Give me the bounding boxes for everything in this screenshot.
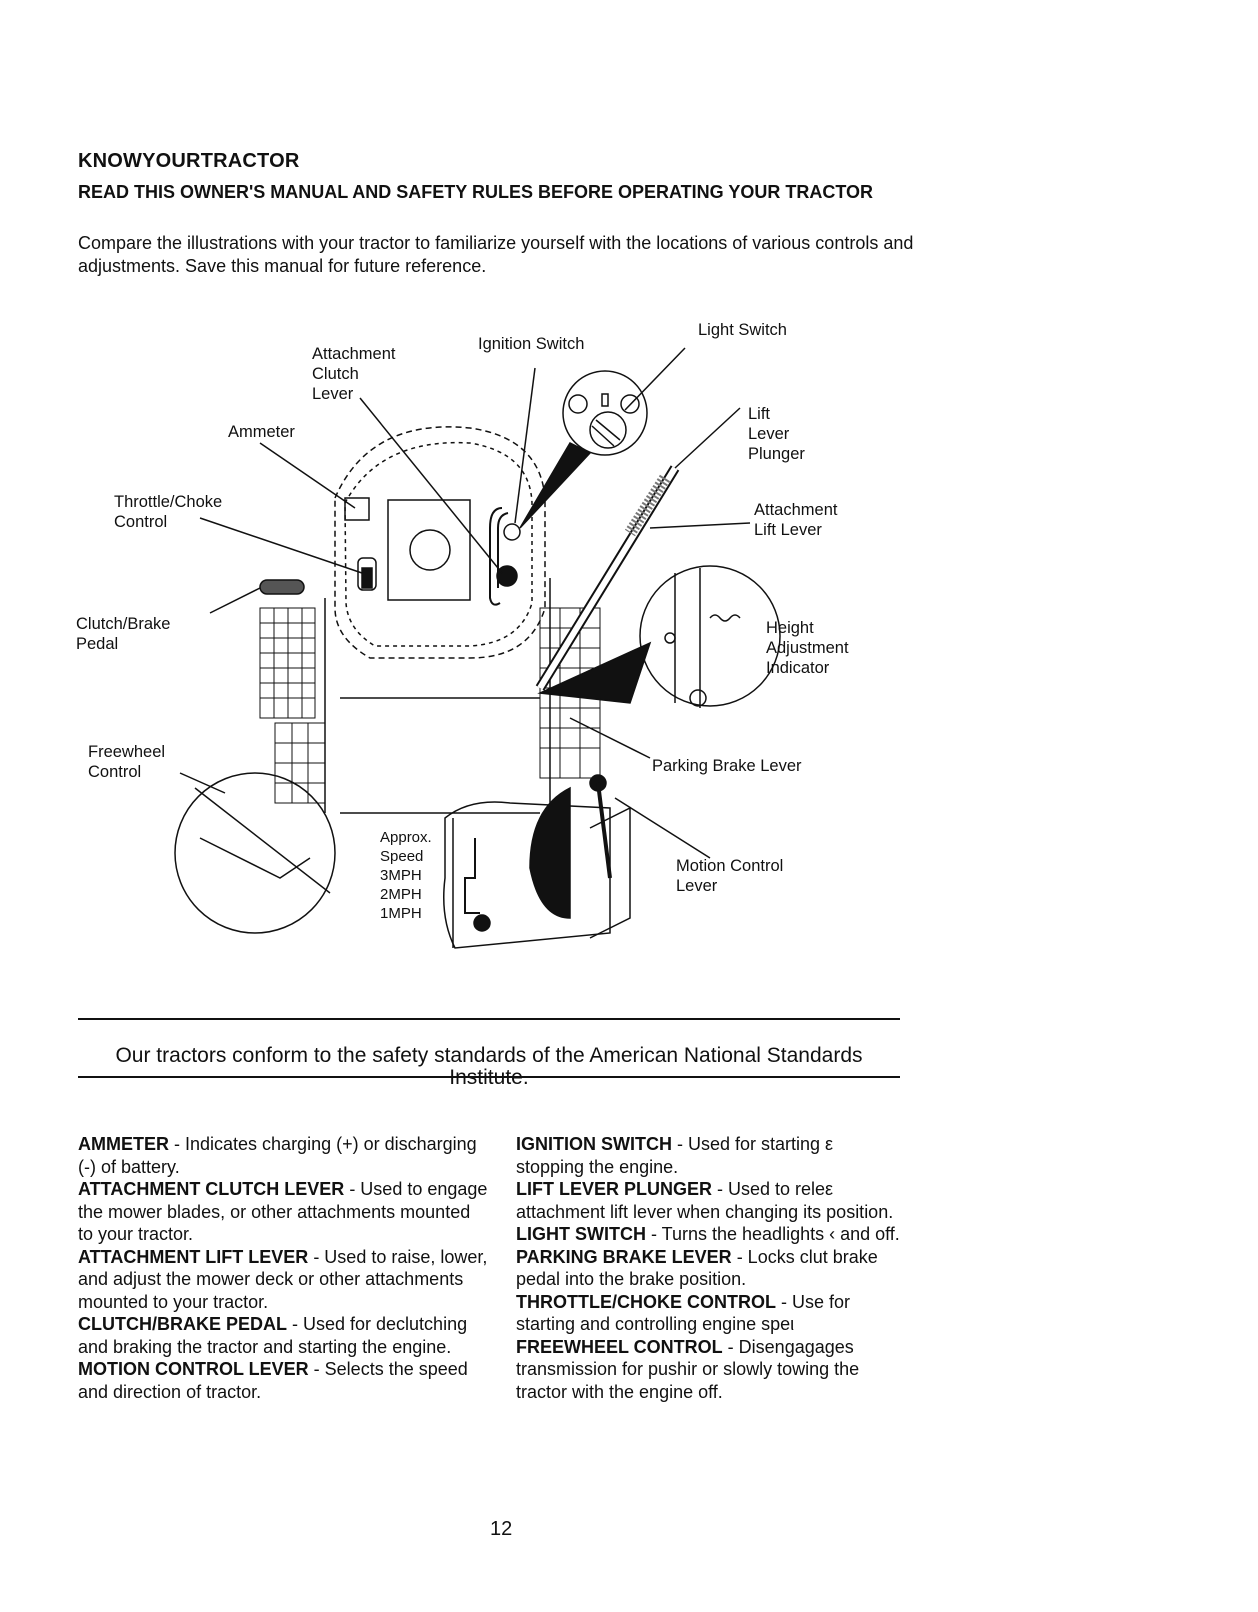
label-approx-speed: Approx. Speed 3MPH 2MPH 1MPH [380,829,432,922]
definition-attachment-clutch-lever: ATTACHMENT CLUTCH LEVER - Used to engage… [78,1178,488,1246]
label-clutch-brake-pedal: Clutch/Brake Pedal [76,615,171,653]
label-throttle-choke-control: Throttle/Choke Control [114,493,223,531]
page-subtitle: READ THIS OWNER'S MANUAL AND SAFETY RULE… [78,182,873,202]
label-ammeter: Ammeter [228,423,295,441]
definition-term: PARKING BRAKE LEVER [516,1246,732,1267]
label-parking-brake-lever: Parking Brake Lever [652,757,802,775]
definition-clutch-brake-pedal: CLUTCH/BRAKE PEDAL - Used for declutchin… [78,1313,488,1358]
definition-parking-brake-lever: PARKING BRAKE LEVER - Locks clut brake p… [516,1246,906,1291]
definitions-left-column: AMMETER - Indicates charging (+) or disc… [78,1133,488,1403]
definition-text: - Turns the headlights ‹ and off. [645,1224,900,1244]
definition-text: - Locks clut brake pedal into the brake … [516,1246,878,1290]
definition-text: - Used for declutching and braking the t… [78,1314,468,1357]
conformance-statement: Our tractors conform to the safety stand… [115,1044,863,1089]
definition-text: - Selects the speed and direction of tra… [78,1359,468,1402]
definition-term: LIGHT SWITCH [516,1224,646,1244]
definition-ignition-switch: IGNITION SWITCH - Used for starting ε st… [516,1133,906,1178]
label-attachment-lift-lever: Attachment Lift Lever [754,501,838,539]
definition-text: - Used for starting ε stopping the engin… [516,1134,834,1177]
definition-term: ATTACHMENT LIFT LEVER [78,1246,309,1267]
definitions-right-column: IGNITION SWITCH - Used for starting ε st… [516,1133,906,1403]
definition-term: ATTACHMENT CLUTCH LEVER [78,1179,345,1199]
definition-motion-control-lever: MOTION CONTROL LEVER - Selects the speed… [78,1358,488,1403]
bottom-rule [78,1076,900,1078]
definition-term: LIFT LEVER PLUNGER [516,1179,713,1199]
label-ignition-switch: Ignition Switch [478,335,585,353]
definition-text: - Indicates charging (+) or discharging … [78,1134,477,1177]
definition-lift-lever-plunger: LIFT LEVER PLUNGER - Used to releε attac… [516,1178,906,1223]
definition-light-switch: LIGHT SWITCH - Turns the headlights ‹ an… [516,1223,906,1246]
intro-paragraph: Compare the illustrations with your trac… [78,233,914,276]
definition-term: IGNITION SWITCH [516,1134,672,1154]
definition-text: - Used to raise, lower, and adjust the m… [78,1246,488,1312]
label-attachment-clutch-lever: Attachment Clutch Lever [312,345,396,403]
definition-text: - Use for starting and controlling engin… [516,1291,850,1335]
definition-text: - Used to engage the mower blades, or ot… [78,1179,488,1244]
tractor-controls-diagram: Attachment Clutch Lever Ignition Switch … [70,318,910,998]
definition-ammeter: AMMETER - Indicates charging (+) or disc… [78,1133,488,1178]
page-number: 12 [490,1518,513,1540]
label-light-switch: Light Switch [698,321,787,339]
label-lift-lever-plunger: Lift Lever Plunger [748,405,805,463]
definition-term: AMMETER [78,1134,169,1154]
definition-term: THROTTLE/CHOKE CONTROL [516,1291,776,1312]
definition-freewheel-control: FREEWHEEL CONTROL - Disengagages transmi… [516,1336,906,1404]
definition-throttle-choke-control: THROTTLE/CHOKE CONTROL - Use for startin… [516,1291,906,1336]
definition-text: - Disengagages transmission for pushir o… [516,1336,860,1402]
definition-term: CLUTCH/BRAKE PEDAL [78,1314,287,1334]
definition-text: - Used to releε attachment lift lever wh… [516,1179,894,1222]
label-height-adjustment-indicator: Height Adjustment Indicator [766,619,849,677]
definition-term: FREEWHEEL CONTROL [516,1336,723,1357]
top-rule [78,1018,900,1020]
page-title: KNOWYOURTRACTOR [78,150,300,172]
definition-attachment-lift-lever: ATTACHMENT LIFT LEVER - Used to raise, l… [78,1246,488,1314]
label-motion-control-lever: Motion Control Lever [676,857,784,895]
definition-term: MOTION CONTROL LEVER [78,1359,309,1379]
tractor-illustration [174,347,781,949]
label-freewheel-control: Freewheel Control [88,743,166,781]
